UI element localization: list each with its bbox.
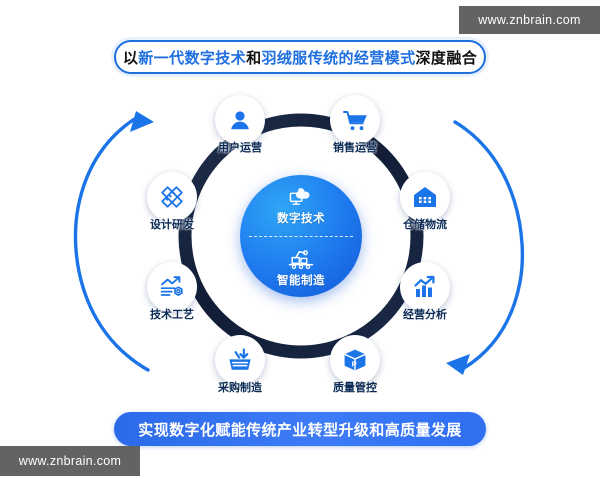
top-banner-highlight: 新一代数字技术 [138, 49, 247, 67]
node-label: 用户运营 [218, 142, 262, 154]
core-divider [249, 235, 353, 237]
user-icon [231, 111, 249, 130]
watermark-top-right: www.znbrain.com [459, 6, 600, 34]
node-growth[interactable]: 经营分析 [400, 262, 450, 321]
node-bubble[interactable] [400, 172, 450, 222]
trend-gear-icon [160, 276, 183, 297]
node-bubble[interactable] [330, 95, 380, 145]
bar-chart-up-icon [414, 275, 435, 297]
warehouse-icon [414, 187, 436, 207]
node-bubble[interactable] [215, 95, 265, 145]
top-banner: 以新一代数字技术和羽绒服传统的经营模式深度融合 [114, 40, 486, 74]
node-quality[interactable]: P 质量管控 [330, 335, 380, 394]
core-top-half: 数字技术 [240, 175, 362, 236]
package-box-icon: P [344, 349, 366, 371]
bottom-banner: 实现数字化赋能传统产业转型升级和高质量发展 [114, 412, 486, 446]
node-warehouse[interactable]: 仓储物流 [400, 172, 450, 231]
watermark-text: www.znbrain.com [18, 454, 122, 468]
ruler-pencil-icon [161, 186, 183, 208]
node-tech-process[interactable]: 技术工艺 [147, 262, 197, 321]
top-banner-highlight: 羽绒服传统的经营模式 [261, 49, 416, 67]
basket-download-icon [229, 348, 251, 370]
node-label: 仓储物流 [403, 219, 447, 231]
node-label: 质量管控 [333, 382, 377, 394]
core-top-label: 数字技术 [277, 213, 325, 226]
top-banner-plain: 和 [246, 49, 262, 67]
node-label: 采购制造 [218, 382, 262, 394]
top-banner-text: 以新一代数字技术和羽绒服传统的经营模式深度融合 [123, 47, 477, 68]
watermark-bottom-left: www.znbrain.com [0, 446, 140, 476]
top-banner-plain: 深度融合 [415, 49, 478, 67]
node-bubble[interactable] [147, 262, 197, 312]
robot-arm-icon [288, 249, 314, 269]
node-label: 设计研发 [150, 219, 194, 231]
core-circle[interactable]: 数字技术 智能制造 [240, 175, 362, 297]
node-bubble[interactable] [147, 172, 197, 222]
node-sales-ops[interactable]: 销售运营 [330, 95, 380, 154]
top-banner-plain: 以 [122, 49, 139, 67]
node-label: 经营分析 [403, 309, 447, 321]
node-label: 销售运营 [333, 142, 377, 154]
node-label: 技术工艺 [150, 309, 194, 321]
node-bubble[interactable] [400, 262, 450, 312]
bottom-banner-text: 实现数字化赋能传统产业转型升级和高质量发展 [138, 421, 462, 439]
watermark-text: www.znbrain.com [478, 13, 581, 27]
svg-text:P: P [352, 359, 357, 368]
shopping-cart-icon [343, 111, 367, 131]
core-bottom-label: 智能制造 [277, 274, 325, 287]
node-bubble[interactable]: P [330, 335, 380, 385]
node-procurement[interactable]: 采购制造 [215, 335, 265, 394]
core-bottom-half: 智能制造 [240, 237, 362, 298]
cloud-monitor-icon [289, 188, 310, 206]
node-bubble[interactable] [215, 335, 265, 385]
node-design-rd[interactable]: 设计研发 [147, 172, 197, 231]
node-user-ops[interactable]: 用户运营 [215, 95, 265, 154]
